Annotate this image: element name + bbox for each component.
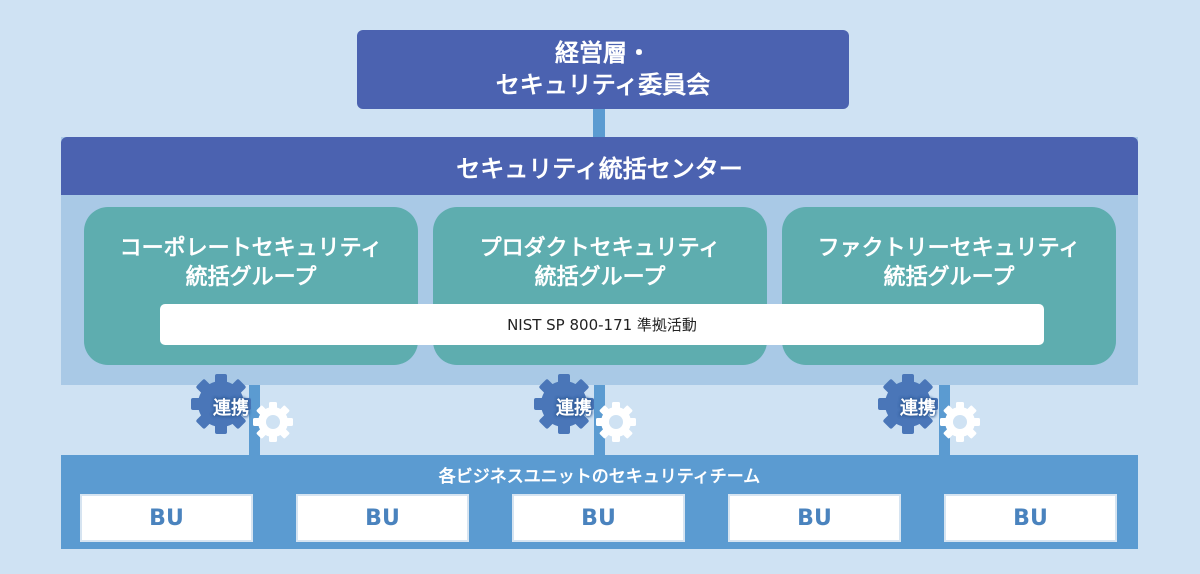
gear-large-icon: [191, 374, 251, 434]
cooperation-badge-1: 連携: [189, 370, 299, 450]
cooperation-badge-3: 連携: [876, 370, 986, 450]
group-factory-line2: 統括グループ: [883, 264, 1015, 290]
group-product-line2: 統括グループ: [534, 264, 666, 290]
group-factory-line1: ファクトリーセキュリティ: [817, 236, 1081, 261]
business-unit-title: 各ビジネスユニットのセキュリティチーム: [438, 467, 761, 487]
executive-box: 経営層・ セキュリティ委員会: [357, 30, 849, 109]
bu-box-1: BU: [80, 494, 253, 542]
security-center-header: セキュリティ統括センター: [61, 137, 1138, 195]
bu-label-4: BU: [797, 505, 832, 531]
gear-small-icon: [940, 402, 980, 442]
bu-box-2: BU: [296, 494, 469, 542]
bu-box-4: BU: [728, 494, 901, 542]
gear-small-icon: [596, 402, 636, 442]
nist-compliance-bar: NIST SP 800-171 準拠活動: [160, 304, 1044, 345]
security-center-title: セキュリティ統括センター: [456, 154, 743, 183]
exec-connector: [593, 109, 605, 137]
group-corporate-line1: コーポレートセキュリティ: [119, 236, 383, 261]
bu-label-2: BU: [365, 505, 400, 531]
bu-box-3: BU: [512, 494, 685, 542]
group1-bu-connector: [249, 365, 260, 457]
nist-compliance-label: NIST SP 800-171 準拠活動: [507, 316, 697, 334]
executive-line2: セキュリティ委員会: [495, 70, 711, 99]
cooperation-label-1: 連携: [213, 398, 249, 419]
executive-line1: 経営層・: [555, 39, 651, 68]
gear-large-icon: [534, 374, 594, 434]
gear-large-icon: [878, 374, 938, 434]
group-product-line1: プロダクトセキュリティ: [479, 236, 721, 261]
cooperation-label-3: 連携: [900, 398, 936, 419]
group-corporate-line2: 統括グループ: [185, 264, 317, 290]
gear-small-icon: [253, 402, 293, 442]
bu-label-1: BU: [149, 505, 184, 531]
group2-bu-connector: [594, 365, 605, 457]
bu-label-3: BU: [581, 505, 616, 531]
cooperation-badge-2: 連携: [532, 370, 642, 450]
cooperation-label-2: 連携: [556, 398, 592, 419]
bu-box-5: BU: [944, 494, 1117, 542]
bu-label-5: BU: [1013, 505, 1048, 531]
